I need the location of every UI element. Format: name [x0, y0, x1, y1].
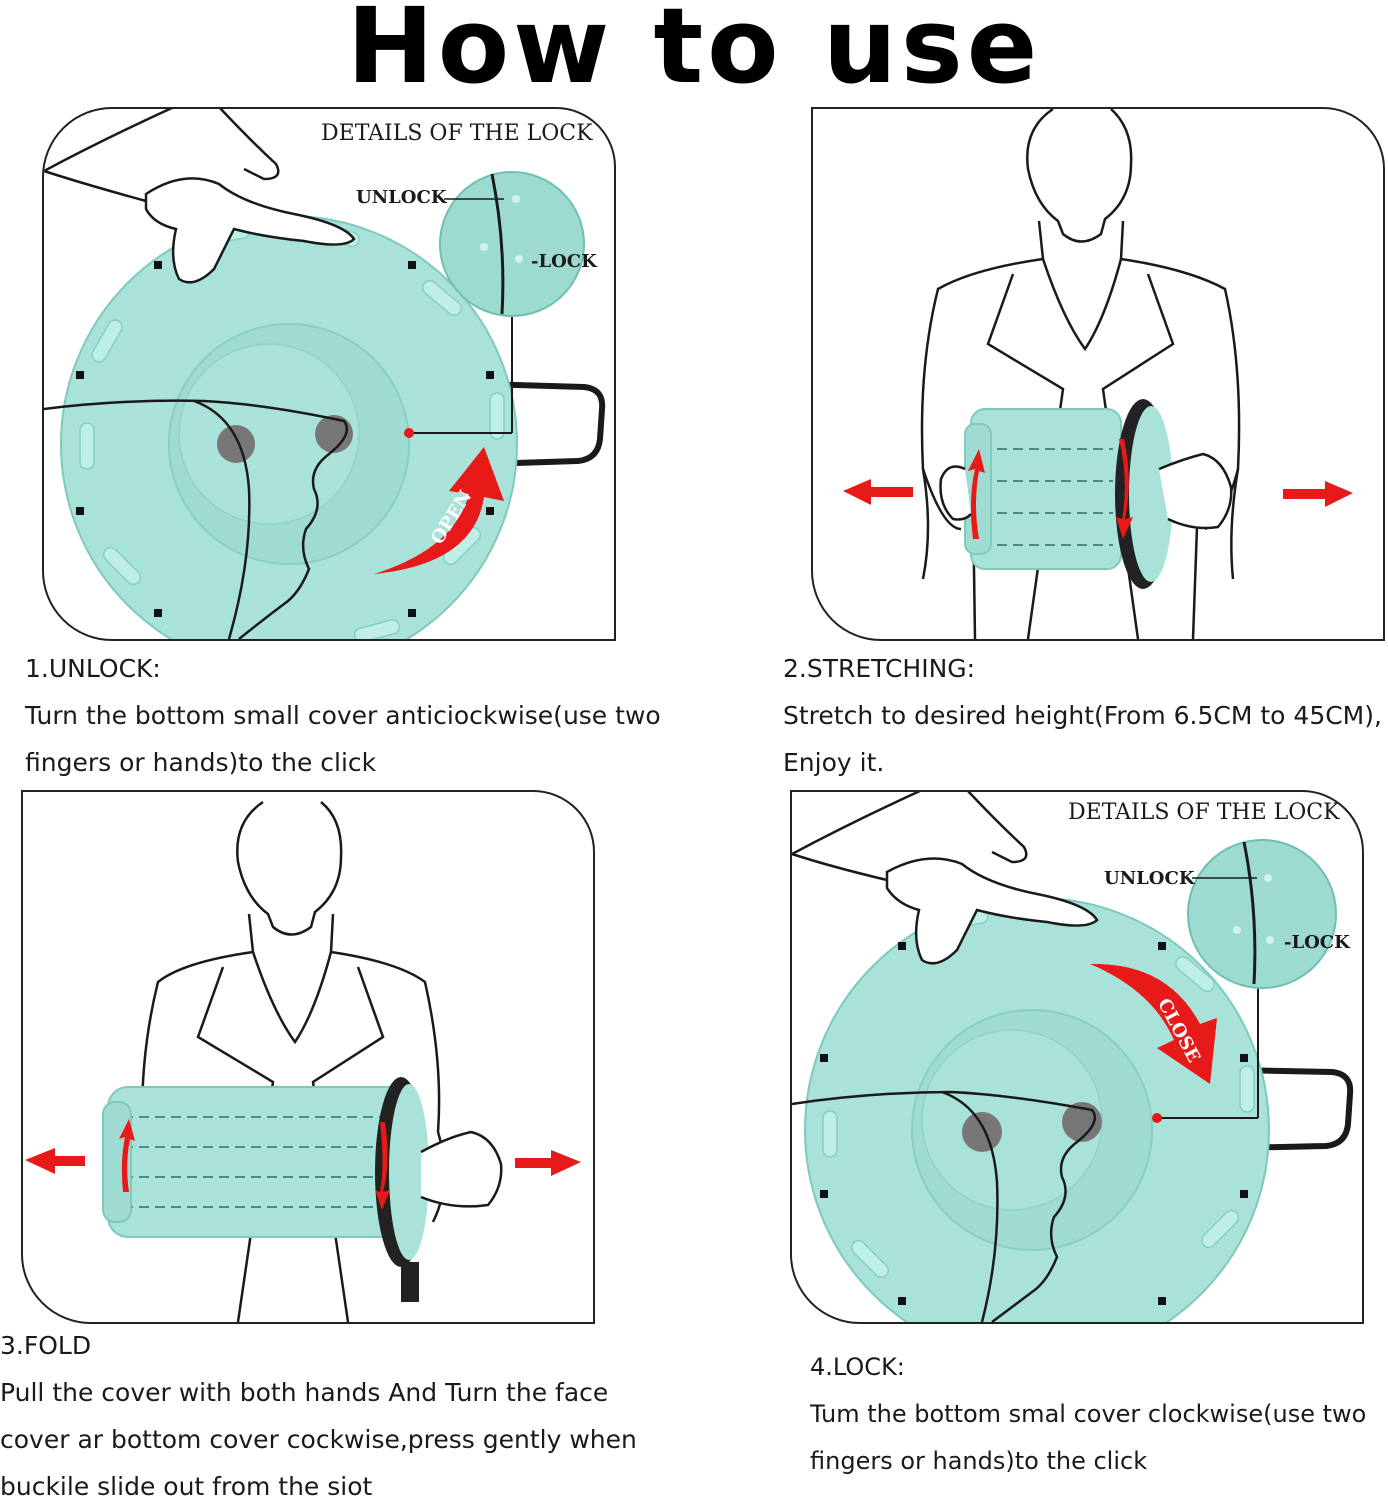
step-3-caption: 3.FOLD Pull the cover with both hands An…: [0, 1322, 637, 1510]
lock-details-title: DETAILS OF THE LOCK: [321, 121, 593, 146]
stretch-graphic: [843, 109, 1353, 639]
step-text-line: cover ar bottom cover cockwise,press gen…: [0, 1425, 637, 1454]
step-heading: 1.UNLOCK:: [25, 654, 161, 683]
step-text-line: fingers or hands)to the click: [810, 1447, 1148, 1475]
step-3-illustration: [21, 790, 595, 1324]
step-1-caption: 1.UNLOCK: Turn the bottom small cover an…: [25, 645, 661, 786]
step-text-line: Tum the bottom smal cover clockwise(use …: [810, 1400, 1367, 1428]
step-text-line: buckile slide out from the siot: [0, 1472, 373, 1501]
page-title: How to use: [346, 0, 1042, 107]
step-text-line: Pull the cover with both hands And Turn …: [0, 1378, 609, 1407]
fold-graphic: [25, 800, 581, 1322]
step-heading: 2.STRETCHING:: [783, 654, 976, 683]
step-4-illustration: DETAILS OF THE LOCK UNLOCK -LOCK CLOSE: [790, 790, 1364, 1324]
step-heading: 3.FOLD: [0, 1331, 92, 1360]
lock-label: -LOCK: [1284, 932, 1350, 953]
disc-unlock-graphic: [44, 109, 606, 639]
lock-details-title: DETAILS OF THE LOCK: [1068, 800, 1340, 825]
disc-lock-graphic: [792, 792, 1354, 1322]
unlock-label: UNLOCK: [1104, 868, 1195, 889]
step-text-line: Stretch to desired height(From 6.5CM to …: [783, 701, 1382, 730]
lock-label: -LOCK: [531, 251, 597, 272]
step-text-line: fingers or hands)to the click: [25, 748, 377, 777]
unlock-label: UNLOCK: [356, 187, 447, 208]
step-text-line: Enjoy it.: [783, 748, 885, 777]
step-2-caption: 2.STRETCHING: Stretch to desired height(…: [783, 645, 1382, 786]
step-2-illustration: [811, 107, 1385, 641]
step-heading: 4.LOCK:: [810, 1353, 905, 1381]
step-1-illustration: DETAILS OF THE LOCK UNLOCK -LOCK OPEN: [42, 107, 616, 641]
step-4-caption: 4.LOCK: Tum the bottom smal cover clockw…: [810, 1344, 1366, 1485]
step-text-line: Turn the bottom small cover anticiockwis…: [25, 701, 661, 730]
